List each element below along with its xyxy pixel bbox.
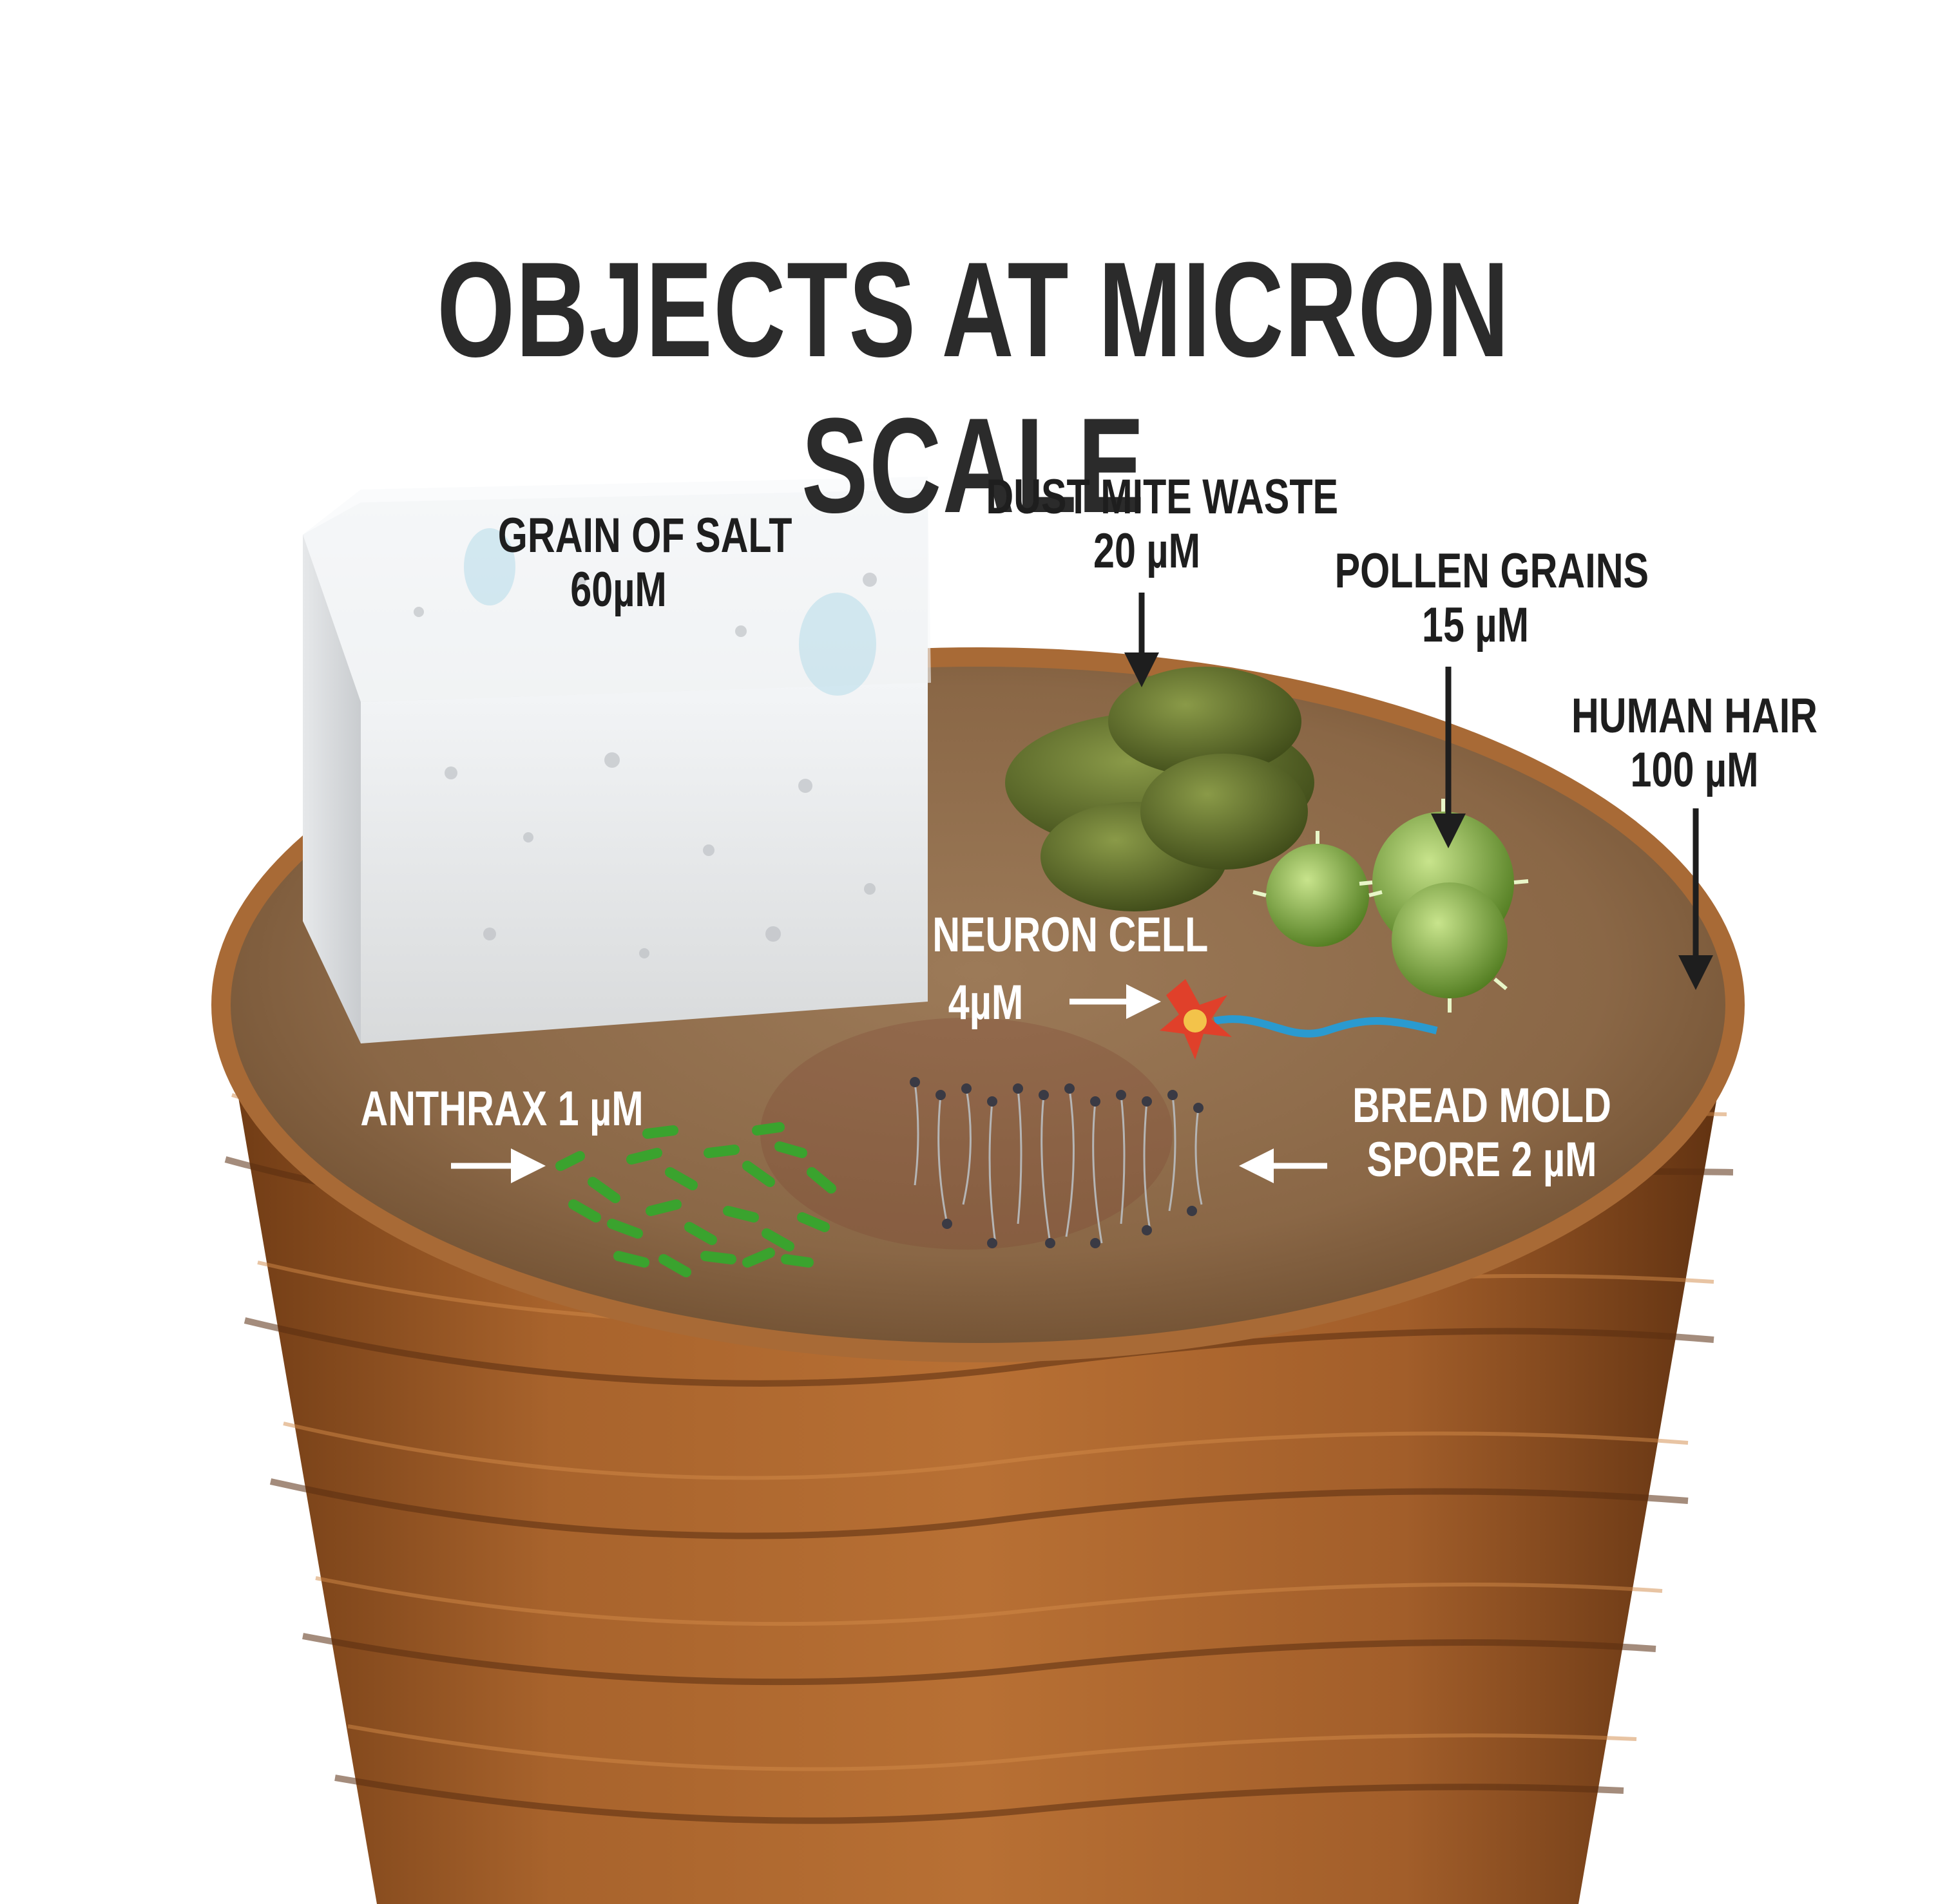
page-title: OBJECTS AT MICRON SCALE bbox=[437, 234, 1510, 541]
pollen-label: POLLEN GRAINS 15 µM bbox=[1334, 544, 1649, 652]
salt-size: 60µM bbox=[570, 562, 667, 617]
hair-size: 100 µM bbox=[1630, 743, 1759, 797]
dust-label: DUST MITE WASTE 20 µM bbox=[986, 470, 1339, 578]
dust-name: DUST MITE WASTE bbox=[986, 470, 1339, 524]
anthrax-bacteria bbox=[555, 1122, 836, 1277]
neuron-label: NEURON CELL bbox=[932, 908, 1209, 962]
dust-size: 20 µM bbox=[1093, 524, 1200, 578]
hair-name: HUMAN HAIR bbox=[1571, 689, 1818, 743]
salt-name: GRAIN OF SALT bbox=[497, 508, 792, 563]
mold-label: BREAD MOLD SPORE 2 µM bbox=[1351, 1079, 1613, 1187]
pointer-arrows bbox=[451, 593, 1713, 1183]
dust-mite-waste bbox=[1005, 667, 1314, 911]
bread-mold-spores bbox=[910, 1077, 1204, 1248]
salt-cube bbox=[303, 477, 931, 1043]
neuron-cell bbox=[1160, 979, 1438, 1060]
anthrax-label: ANTHRAX 1 µM bbox=[360, 1081, 644, 1136]
neuron-size: 4µM bbox=[948, 975, 1024, 1030]
pollen-name: POLLEN GRAINS bbox=[1334, 544, 1649, 598]
hair-label: HUMAN HAIR 100 µM bbox=[1569, 689, 1820, 797]
pollen-grains bbox=[1252, 799, 1529, 1013]
mold-size: SPORE 2 µM bbox=[1367, 1132, 1597, 1187]
mold-name: BREAD MOLD bbox=[1352, 1078, 1611, 1133]
pollen-size: 15 µM bbox=[1422, 598, 1529, 652]
salt-label: GRAIN OF SALT 60µM bbox=[497, 508, 792, 617]
neuron-name: NEURON CELL bbox=[932, 908, 1209, 962]
